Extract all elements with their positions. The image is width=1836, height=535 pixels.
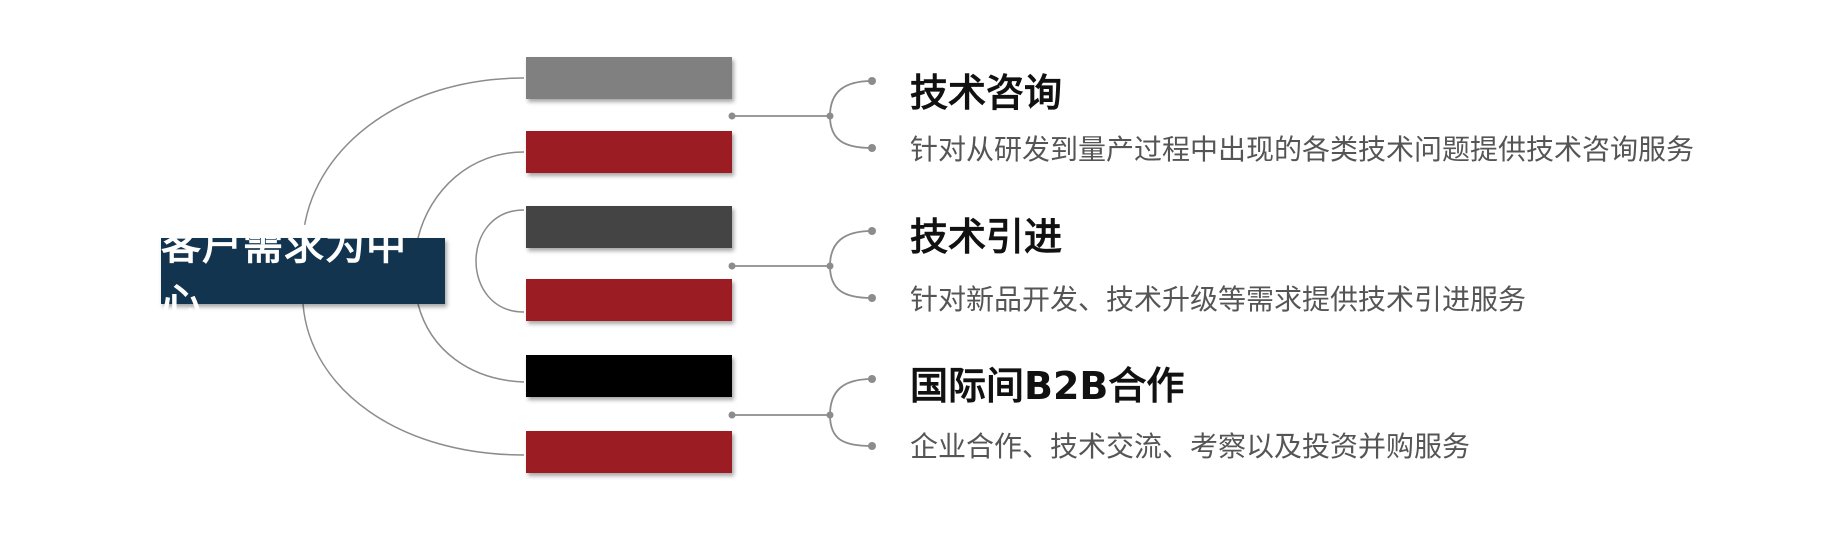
item-desc-introduction: 针对新品开发、技术升级等需求提供技术引进服务 — [910, 283, 1527, 316]
center-node: 客户需求为中心 — [161, 223, 445, 327]
bar-red-2 — [526, 279, 732, 321]
bracket-3 — [728, 375, 876, 450]
bar-gray — [526, 57, 732, 99]
bracket-1 — [728, 77, 876, 152]
bracket-2 — [728, 227, 876, 302]
arc-bar-5 — [417, 303, 525, 383]
arc-bar-1 — [302, 77, 525, 239]
item-desc-consulting: 针对从研发到量产过程中出现的各类技术问题提供技术咨询服务 — [910, 133, 1695, 166]
bar-dark — [526, 206, 732, 248]
bar-red-3 — [526, 431, 732, 473]
item-desc-b2b: 企业合作、技术交流、考察以及投资并购服务 — [910, 430, 1471, 463]
item-title-b2b: 国际间B2B合作 — [910, 364, 1185, 408]
arc-bar-3-4 — [475, 209, 525, 313]
bar-black — [526, 355, 732, 397]
item-title-introduction: 技术引进 — [910, 215, 1063, 259]
bar-red-1 — [526, 131, 732, 173]
arc-bar-2 — [417, 151, 525, 239]
item-title-consulting: 技术咨询 — [910, 71, 1063, 115]
arc-bar-6 — [302, 303, 525, 456]
